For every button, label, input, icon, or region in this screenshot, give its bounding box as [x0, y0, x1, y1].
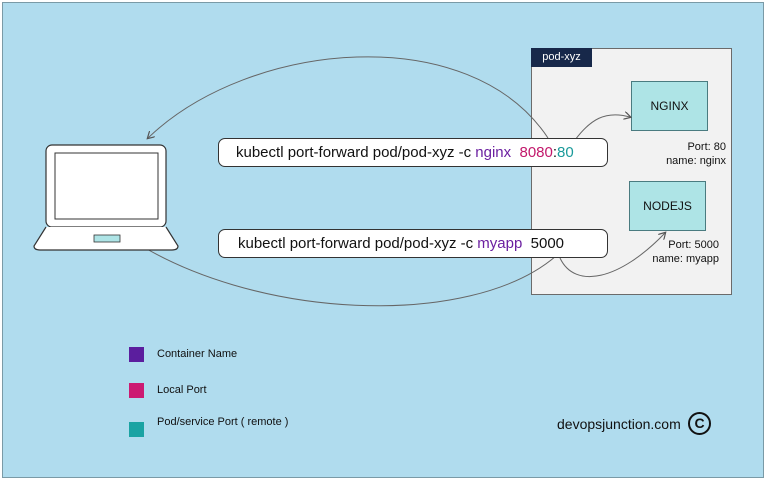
arrow-to-nginx [574, 115, 630, 141]
command-prefix: kubectl port-forward pod/pod-xyz -c [236, 144, 476, 161]
nodejs-port-text: Port: 5000 [668, 239, 719, 251]
local-port-8080: 8080 [519, 144, 553, 161]
copyright-icon: C [688, 412, 711, 435]
brand-text: devopsjunction.com [557, 416, 681, 432]
nodejs-container-box: NODEJS [629, 181, 706, 231]
nginx-port-forward-command: kubectl port-forward pod/pod-xyz -c ngin… [218, 138, 608, 167]
myapp-port-forward-command: kubectl port-forward pod/pod-xyz -c myap… [218, 229, 608, 258]
nginx-container-box: NGINX [631, 81, 708, 131]
legend-swatch-remote-port [129, 422, 144, 437]
nodejs-name-text: name: myapp [652, 253, 719, 265]
pod-label: pod-xyz [531, 48, 592, 67]
legend-label-local-port: Local Port [157, 384, 207, 396]
nodejs-container-title: NODEJS [643, 199, 692, 213]
container-name-myapp: myapp [477, 235, 523, 252]
arrow-nginx-return [148, 56, 549, 138]
nginx-port-text: Port: 80 [687, 141, 726, 153]
command-prefix: kubectl port-forward pod/pod-xyz -c [238, 235, 478, 252]
legend-swatch-local-port [129, 383, 144, 398]
port-separator: : [552, 144, 558, 161]
remote-port-80: 80 [557, 144, 574, 161]
legend-label-container-name: Container Name [157, 348, 238, 360]
legend-swatch-container-name [129, 347, 144, 362]
nginx-container-title: NGINX [650, 99, 689, 113]
nginx-name-text: name: nginx [666, 155, 726, 167]
arrow-myapp-return [126, 236, 557, 307]
legend-label-remote-port: Pod/service Port ( remote ) [157, 416, 289, 428]
container-name-nginx: nginx [475, 144, 512, 161]
laptop-icon [33, 144, 179, 251]
arrow-to-nodejs [559, 233, 665, 278]
local-port-5000: 5000 [530, 235, 565, 252]
